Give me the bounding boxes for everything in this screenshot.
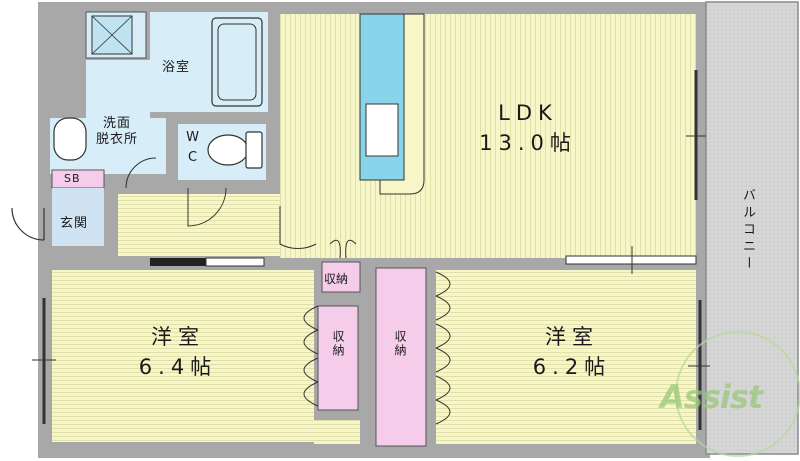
western-room-right-floor [436,270,696,444]
ldk-name: LDK [498,101,558,125]
balcony-area [705,1,799,455]
toilet-tank [245,131,263,169]
washbasin [53,117,87,161]
wc-label: W C [186,128,200,168]
entrance-label: 玄関 [60,216,89,231]
bathtub [211,17,263,107]
western-left-size: 6.4帖 [138,355,218,379]
storage-top [321,261,361,293]
logo-circle [675,331,800,457]
storage-right-label: 収納 [393,330,407,358]
western-room-left-floor [52,270,314,442]
bath-label: 浴室 [162,60,191,75]
toilet-bowl [207,134,249,166]
western-room-left-floor-ext [314,420,360,444]
storage-left-label: 収納 [331,330,345,358]
washroom-line1: 洗面 [102,116,131,131]
entrance-floor [52,188,104,246]
western-left-label: 洋室 6.4帖 [118,322,238,382]
ldk-size: 13.0帖 [479,131,577,155]
washroom-upper [86,60,150,120]
balcony-label: バルコニー [740,188,755,273]
ldk-floor [280,14,696,258]
storage-right [375,267,427,447]
assist-logo: Assist [660,378,763,416]
washroom-label: 洗面 脱衣所 [86,116,148,148]
wc-line1: W [186,130,200,145]
bathtub-inner [217,23,257,101]
storage-top-label: 収納 [324,272,349,286]
shoe-box-label: SB [64,172,81,185]
western-left-name: 洋室 [151,325,205,349]
western-right-label: 洋室 6.2帖 [512,322,632,382]
washroom-line2: 脱衣所 [95,132,138,147]
ldk-label: LDK 13.0帖 [468,98,588,158]
wc-line2: C [187,150,199,165]
western-right-name: 洋室 [545,325,599,349]
storage-left [317,305,359,411]
western-right-size: 6.2帖 [532,355,612,379]
